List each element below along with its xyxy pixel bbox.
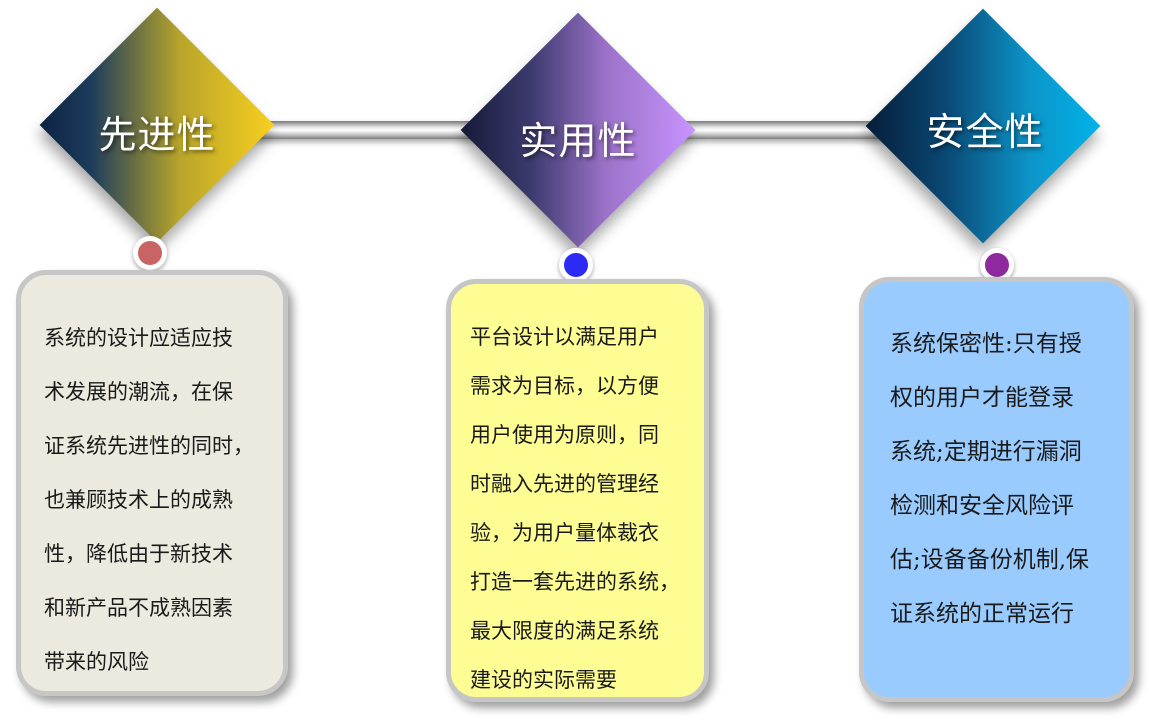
- card-line: 需求为目标，以方便: [470, 374, 659, 398]
- card-line: 最大限度的满足系统: [470, 619, 659, 643]
- card-text-practical: 平台设计以满足用户 需求为目标，以方便 用户使用为原则，同 时融入先进的管理经 …: [470, 313, 680, 705]
- card-text-advanced: 系统的设计应适应技 术发展的潮流，在保 证系统先进性的同时， 也兼顾技术上的成熟…: [44, 311, 254, 689]
- card-line: 系统的设计应适应技: [44, 326, 233, 350]
- card-line: 检测和安全风险评: [890, 493, 1074, 519]
- dot-advanced: [133, 236, 167, 270]
- diamond-title-advanced: 先进性: [98, 113, 216, 157]
- card-line: 性，降低由于新技术: [44, 542, 233, 566]
- card-line: 打造一套先进的系统，: [470, 570, 680, 594]
- card-line: 术发展的潮流，在保: [44, 380, 233, 404]
- card-line: 证系统先进性的同时，: [44, 434, 254, 458]
- dot-security: [980, 248, 1014, 282]
- card-line: 用户使用为原则，同: [470, 423, 659, 447]
- card-line: 系统保密性:只有授: [890, 331, 1082, 357]
- dot-practical: [559, 248, 593, 282]
- card-practical: 平台设计以满足用户 需求为目标，以方便 用户使用为原则，同 时融入先进的管理经 …: [446, 279, 709, 702]
- card-line: 估;设备备份机制,保: [890, 547, 1090, 573]
- card-line: 和新产品不成熟因素: [44, 596, 233, 620]
- card-text-security: 系统保密性:只有授 权的用户才能登录 系统;定期进行漏洞 检测和安全风险评 估;…: [890, 317, 1089, 641]
- card-line: 证系统的正常运行: [890, 601, 1074, 627]
- card-line: 权的用户才能登录: [890, 385, 1074, 411]
- card-advanced: 系统的设计应适应技 术发展的潮流，在保 证系统先进性的同时， 也兼顾技术上的成熟…: [16, 270, 288, 696]
- card-line: 时融入先进的管理经: [470, 472, 659, 496]
- card-security: 系统保密性:只有授 权的用户才能登录 系统;定期进行漏洞 检测和安全风险评 估;…: [859, 277, 1134, 702]
- diamond-title-security: 安全性: [926, 110, 1044, 154]
- card-line: 验，为用户量体裁衣: [470, 521, 659, 545]
- diamond-title-practical: 实用性: [519, 119, 637, 163]
- card-line: 带来的风险: [44, 650, 149, 674]
- card-line: 也兼顾技术上的成熟: [44, 488, 233, 512]
- card-line: 平台设计以满足用户: [470, 325, 659, 349]
- card-line: 建设的实际需要: [470, 668, 617, 692]
- card-line: 系统;定期进行漏洞: [890, 439, 1082, 465]
